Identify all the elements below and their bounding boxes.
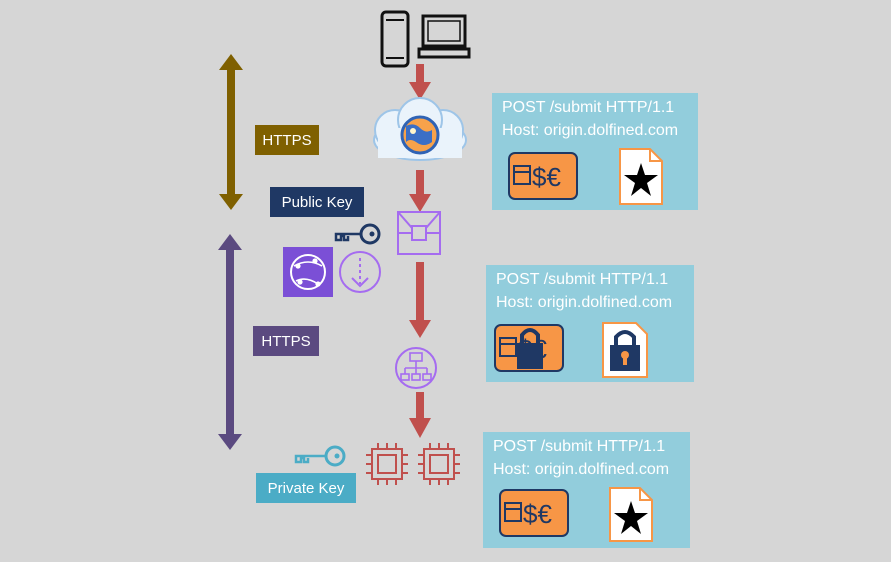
request-host: Host: origin.dolfined.com (496, 294, 673, 311)
https-bottom-text: HTTPS (261, 332, 311, 350)
server-chip-icon (418, 443, 460, 485)
request-panel: POST /submit HTTP/1.1 Host: origin.dolfi… (492, 93, 698, 210)
request-icons: $€ (508, 148, 663, 205)
flow-arrow-4 (409, 392, 431, 438)
document-star-icon (619, 148, 663, 205)
server-chip-icon (366, 443, 408, 485)
encrypted-document-icon (602, 322, 648, 378)
request-icons: $€ (494, 322, 648, 378)
flow-arrow-2 (409, 170, 431, 212)
svg-text:$€: $€ (523, 499, 552, 529)
flow-arrow-1 (409, 64, 431, 100)
request-line: POST /submit HTTP/1.1 (496, 271, 669, 288)
request-panel: POST /submit HTTP/1.1 Host: origin.dolfi… (483, 432, 690, 548)
https-bottom-double-arrow (218, 234, 242, 450)
https-top-label: HTTPS (255, 125, 319, 155)
request-host: Host: origin.dolfined.com (493, 461, 670, 478)
private-key-label: Private Key (256, 473, 356, 503)
public-key-text: Public Key (281, 193, 353, 211)
request-line: POST /submit HTTP/1.1 (502, 99, 675, 116)
key-icon (294, 445, 346, 467)
https-top-double-arrow (219, 54, 243, 210)
field-encryption-icon (339, 251, 381, 293)
svg-text:$€: $€ (532, 162, 561, 192)
public-key-label: Public Key (270, 187, 364, 217)
request-panel: POST /submit HTTP/1.1 Host: origin.dolfi… (486, 265, 694, 382)
encrypted-payment-card-icon: $€ (494, 324, 564, 372)
edge-function-icon (397, 211, 441, 255)
document-star-icon (609, 487, 653, 542)
request-host: Host: origin.dolfined.com (502, 122, 679, 139)
cloud-globe-icon (373, 97, 467, 161)
flow-arrow-3 (409, 262, 431, 338)
request-icons: $€ (499, 487, 653, 542)
key-icon (334, 223, 381, 245)
private-key-text: Private Key (267, 479, 345, 497)
cloudfront-icon (283, 247, 333, 297)
load-balancer-icon (395, 347, 437, 389)
mobile-phone-icon (380, 10, 410, 68)
payment-card-icon: $€ (499, 489, 569, 537)
payment-card-icon: $€ (508, 152, 578, 200)
https-top-text: HTTPS (262, 131, 312, 149)
laptop-icon (417, 14, 471, 59)
https-bottom-label: HTTPS (253, 326, 319, 356)
request-line: POST /submit HTTP/1.1 (493, 438, 666, 455)
